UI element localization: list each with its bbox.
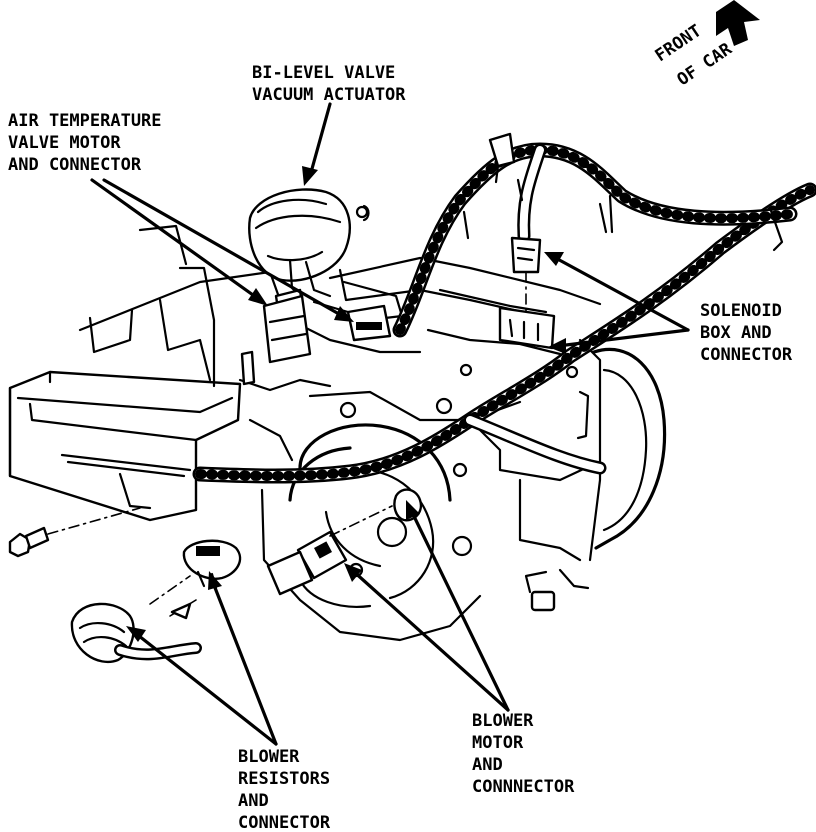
mounting-bolt [8,507,141,558]
blower-motor-label-line4: CONNNECTOR [472,777,575,797]
label-bilevel: BI-LEVEL VALVE VACUUM ACTUATOR [252,63,406,105]
front-of-car-indicator: FRONT OF CAR [652,0,760,90]
evaporator-case [592,347,667,550]
arrow-icon [716,0,760,46]
airtemp-label-line1: AIR TEMPERATURE [8,111,162,131]
blower-motor-label-line2: MOTOR [472,733,524,753]
airtemp-label-line2: VALVE MOTOR [8,133,121,153]
blower-resistors [70,539,242,664]
blower-res-label-line1: BLOWER [238,747,300,767]
solenoid-label-line1: SOLENOID [700,301,782,321]
blower-motor-connector [266,488,423,596]
label-solenoid: SOLENOID BOX AND CONNECTOR [700,301,793,365]
bilevel-label-line2: VACUUM ACTUATOR [252,85,406,105]
airtemp-label-line3: AND CONNECTOR [8,155,142,175]
label-blower-resistors: BLOWER RESISTORS AND CONNECTOR [238,747,331,832]
leader-lines [90,102,690,746]
hvac-module-body [8,204,667,642]
bilevel-vacuum-actuator [248,188,351,324]
blower-motor-label-line1: BLOWER [472,711,534,731]
air-outlet-duct [8,370,242,522]
solenoid-label-line2: BOX AND [700,323,772,343]
blower-res-label-line4: CONNECTOR [238,813,331,832]
blower-motor-label-line3: AND [472,755,503,775]
solenoid-box [488,132,608,350]
blower-res-label-line3: AND [238,791,269,811]
label-blower-motor: BLOWER MOTOR AND CONNNECTOR [472,711,575,797]
solenoid-label-line3: CONNECTOR [700,345,793,365]
wiring-harness [192,142,816,484]
blower-res-label-line2: RESISTORS [238,769,330,789]
air-temperature-valve-motor [240,294,392,386]
label-air-temperature: AIR TEMPERATURE VALVE MOTOR AND CONNECTO… [8,111,162,175]
bilevel-label-line1: BI-LEVEL VALVE [252,63,395,83]
blower-motor-housing [288,423,452,608]
